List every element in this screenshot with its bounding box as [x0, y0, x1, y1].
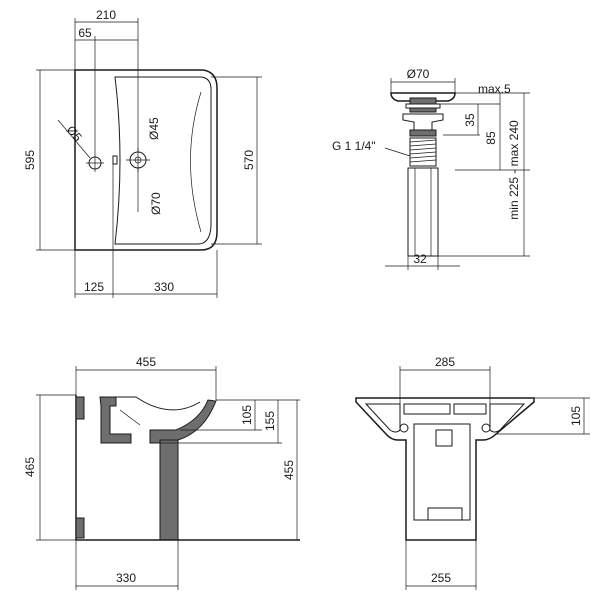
top-view: 210 65 595 570 125 330 Ø5 Ø45 Ø70 — [23, 8, 262, 298]
front-view: 285 105 255 — [355, 355, 590, 590]
drain-body — [402, 113, 444, 131]
dim-255: 255 — [431, 571, 451, 585]
overflow-slot — [112, 155, 118, 165]
drain-pipe — [407, 167, 439, 257]
dim-105-front: 105 — [569, 406, 583, 426]
dim-32: 32 — [413, 252, 427, 266]
pedestal-section — [159, 439, 179, 541]
front-pedestal-inner — [413, 423, 471, 521]
dim-210: 210 — [96, 8, 116, 22]
wall-bracket-bottom — [75, 517, 85, 539]
dim-455-top: 455 — [136, 355, 156, 369]
right-dimension: 570 — [211, 76, 262, 245]
front-basin-outline — [355, 397, 535, 541]
bowl-curve-plan — [190, 91, 202, 233]
label-drain-hole: Ø70 — [149, 192, 163, 215]
bottom-dimensions: 125 330 — [74, 164, 218, 298]
label-thread: G 1 1/4" — [332, 139, 376, 153]
dim-range: min 225 - max 240 — [507, 120, 521, 220]
wall-bracket-top — [75, 396, 85, 420]
left-dimension: 595 — [23, 69, 75, 251]
top-dimensions: 210 65 — [74, 8, 139, 154]
basin-outline-plan — [74, 69, 218, 251]
dim-max-5: max.5 — [478, 82, 511, 96]
side-view: 455 465 105 155 455 330 — [23, 355, 300, 590]
dim-cap-70: Ø70 — [407, 67, 430, 81]
dim-330-side: 330 — [116, 571, 136, 585]
label-overflow-hole: Ø5 — [64, 123, 85, 145]
drain-view: Ø70 max.5 35 85 min 225 - max 240 G 1 1/… — [332, 67, 530, 270]
dim-570: 570 — [242, 150, 256, 170]
dim-105-side: 105 — [240, 405, 254, 425]
dim-85: 85 — [484, 131, 498, 145]
dim-35: 35 — [463, 113, 477, 127]
dim-155: 155 — [263, 411, 277, 431]
dim-125: 125 — [84, 280, 104, 294]
dim-595: 595 — [23, 150, 37, 170]
dim-330-top: 330 — [154, 280, 174, 294]
dim-465: 465 — [23, 457, 37, 477]
inner-bowl-plan — [114, 76, 212, 245]
basin-section — [99, 396, 132, 444]
dim-65: 65 — [78, 26, 92, 40]
label-tap-hole: Ø45 — [147, 117, 161, 140]
basin-section-right — [149, 399, 217, 444]
dim-455-side: 455 — [282, 460, 296, 480]
front-drain-box — [435, 429, 453, 447]
dim-285: 285 — [435, 355, 455, 369]
drain-cap — [390, 92, 456, 102]
front-pedestal-foot — [427, 507, 463, 521]
